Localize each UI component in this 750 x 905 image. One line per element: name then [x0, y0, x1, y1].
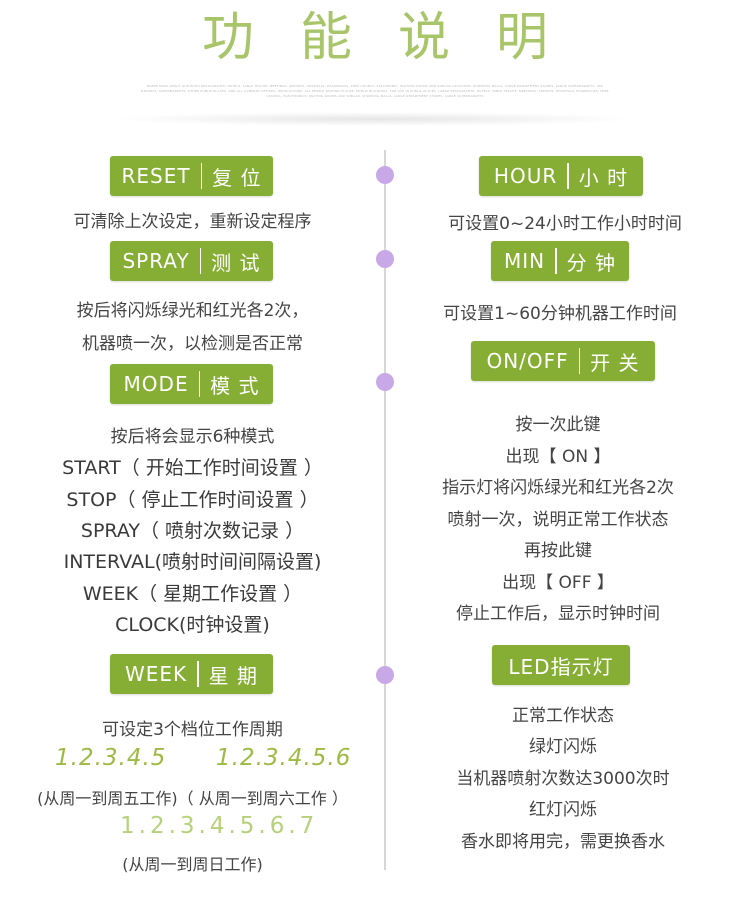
- page-title: 功能说明: [201, 8, 594, 68]
- reset-badge-cn: 复 位: [212, 165, 262, 190]
- timeline-dot-4: [376, 666, 394, 684]
- spray-description-line2: 机器喷一次，以检测是否正常: [82, 334, 303, 354]
- header-divider-shadow: [110, 112, 640, 126]
- badge-separator: [567, 163, 569, 189]
- led-badge: LED指示灯: [492, 645, 630, 685]
- mode-item-start: START（ 开始工作时间设置 ）: [62, 457, 323, 479]
- mode-badge-en: MODE: [123, 372, 189, 396]
- week-option-7day: 1.2.3.4.5.6.7: [120, 813, 319, 839]
- mode-intro: 按后将会显示6种模式: [110, 427, 275, 447]
- spray-badge-cn: 测 试: [211, 250, 261, 275]
- led-line-1: 正常工作状态: [512, 706, 614, 726]
- onoff-line-1: 按一次此键: [515, 415, 601, 435]
- week-intro: 可设定3个档位工作周期: [102, 720, 283, 740]
- week-badge-en: WEEK: [124, 662, 188, 686]
- timeline-dot-3: [376, 373, 394, 391]
- mode-item-clock: CLOCK(时钟设置): [115, 614, 270, 636]
- onoff-badge-cn: 开 关: [590, 350, 640, 375]
- mode-badge-cn: 模 式: [210, 373, 260, 398]
- badge-separator: [578, 348, 581, 374]
- min-badge-en: MIN: [504, 249, 546, 273]
- spray-badge: SPRAY 测 试: [110, 241, 273, 281]
- spray-badge-en: SPRAY: [122, 249, 190, 273]
- onoff-line-2: 出现【 ON 】: [505, 447, 611, 467]
- badge-separator: [200, 163, 203, 189]
- led-badge-label: LED指示灯: [508, 654, 614, 679]
- timeline-line: [384, 150, 386, 870]
- mode-item-week: WEEK（ 星期工作设置 ）: [82, 583, 303, 605]
- onoff-badge: ON/OFF 开 关: [471, 341, 655, 381]
- badge-separator: [199, 248, 202, 274]
- onoff-line-6: 出现【 OFF 】: [502, 573, 614, 593]
- spray-description-line1: 按后将闪烁绿光和红光各2次，: [76, 301, 309, 321]
- onoff-badge-en: ON/OFF: [486, 349, 569, 373]
- onoff-line-5: 再按此键: [524, 541, 592, 561]
- header-fineprint: MAPPE MAMI ABOUT OUR EDITA RESTAURANTE, …: [141, 84, 609, 98]
- min-description: 可设置1~60分钟机器工作时间: [443, 304, 677, 324]
- led-line-3: 当机器喷射次数达3000次时: [456, 769, 670, 789]
- week-option-7day-note: (从周一到周日工作): [122, 855, 263, 874]
- hour-badge: HOUR 小 时: [479, 156, 643, 196]
- min-badge: MIN 分 钟: [491, 241, 629, 281]
- mode-badge: MODE 模 式: [110, 364, 273, 404]
- reset-badge-en: RESET: [121, 164, 191, 188]
- reset-description: 可清除上次设定，重新设定程序: [73, 212, 312, 232]
- week-option-5day: 1.2.3.4.5: [55, 745, 167, 771]
- mode-item-spray: SPRAY（ 喷射次数记录 ）: [80, 520, 305, 542]
- week-badge-cn: 星 期: [208, 663, 259, 688]
- min-badge-cn: 分 钟: [566, 250, 616, 275]
- onoff-line-4: 喷射一次，说明正常工作状态: [447, 510, 669, 530]
- timeline-dot-1: [376, 166, 394, 184]
- week-options-note: (从周一到周五工作)（ 从周一到周六工作 ）: [37, 789, 348, 808]
- reset-badge: RESET 复 位: [110, 156, 273, 196]
- led-line-2: 绿灯闪烁: [529, 737, 597, 757]
- hour-description: 可设置0~24小时工作小时时间: [448, 214, 682, 234]
- onoff-line-7: 停止工作后，显示时钟时间: [456, 604, 660, 624]
- hour-badge-en: HOUR: [493, 164, 558, 188]
- badge-separator: [198, 371, 201, 397]
- onoff-line-3: 指示灯将闪烁绿光和红光各2次: [442, 478, 674, 498]
- badge-separator: [197, 661, 199, 687]
- led-line-5: 香水即将用完，需更换香水: [461, 832, 665, 852]
- timeline-dot-2: [376, 250, 394, 268]
- badge-separator: [555, 248, 557, 274]
- week-option-6day: 1.2.3.4.5.6: [216, 745, 352, 771]
- mode-item-interval: INTERVAL(喷射时间间隔设置): [63, 551, 322, 573]
- hour-badge-cn: 小 时: [578, 165, 629, 190]
- week-badge: WEEK 星 期: [110, 654, 273, 694]
- led-line-4: 红灯闪烁: [529, 800, 597, 820]
- mode-item-stop: STOP（ 停止工作时间设置 ）: [66, 489, 319, 511]
